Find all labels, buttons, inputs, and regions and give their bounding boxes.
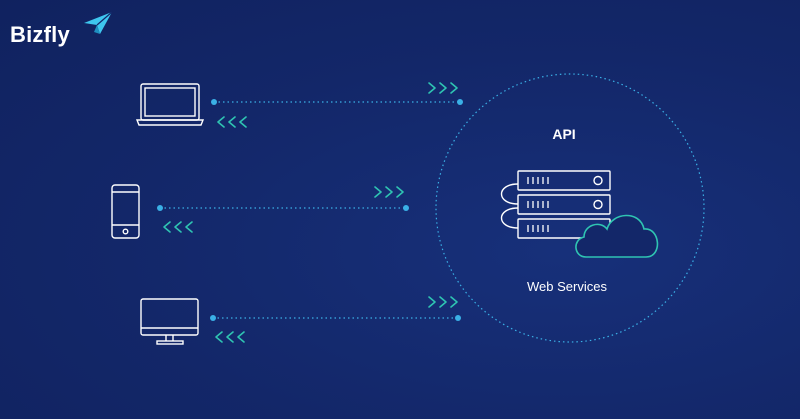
- chevrons-right-icon: [428, 296, 458, 308]
- chevrons-left-icon: [217, 116, 247, 128]
- api-hub-circle: [435, 73, 705, 343]
- connection-endpoint: [457, 99, 463, 105]
- connection-endpoint: [157, 205, 163, 211]
- connection-endpoint: [211, 99, 217, 105]
- brand-logo[interactable]: Bizfly: [10, 11, 113, 50]
- cloud-icon: [575, 214, 659, 258]
- chevrons-left-icon: [215, 331, 245, 343]
- desktop-monitor-icon[interactable]: [140, 298, 199, 345]
- connection-endpoint: [210, 315, 216, 321]
- api-title: API: [552, 126, 575, 142]
- laptop-icon[interactable]: [135, 83, 205, 126]
- mobile-phone-icon[interactable]: [111, 184, 140, 239]
- chevrons-right-icon: [428, 82, 458, 94]
- brand-name: Bizfly: [10, 22, 70, 47]
- connection-endpoint: [455, 315, 461, 321]
- chevrons-right-icon: [374, 186, 404, 198]
- web-services-label: Web Services: [527, 279, 607, 294]
- paper-plane-icon: [84, 11, 113, 34]
- chevrons-left-icon: [163, 221, 193, 233]
- server-rack-icon: [500, 170, 611, 239]
- connection-endpoint: [403, 205, 409, 211]
